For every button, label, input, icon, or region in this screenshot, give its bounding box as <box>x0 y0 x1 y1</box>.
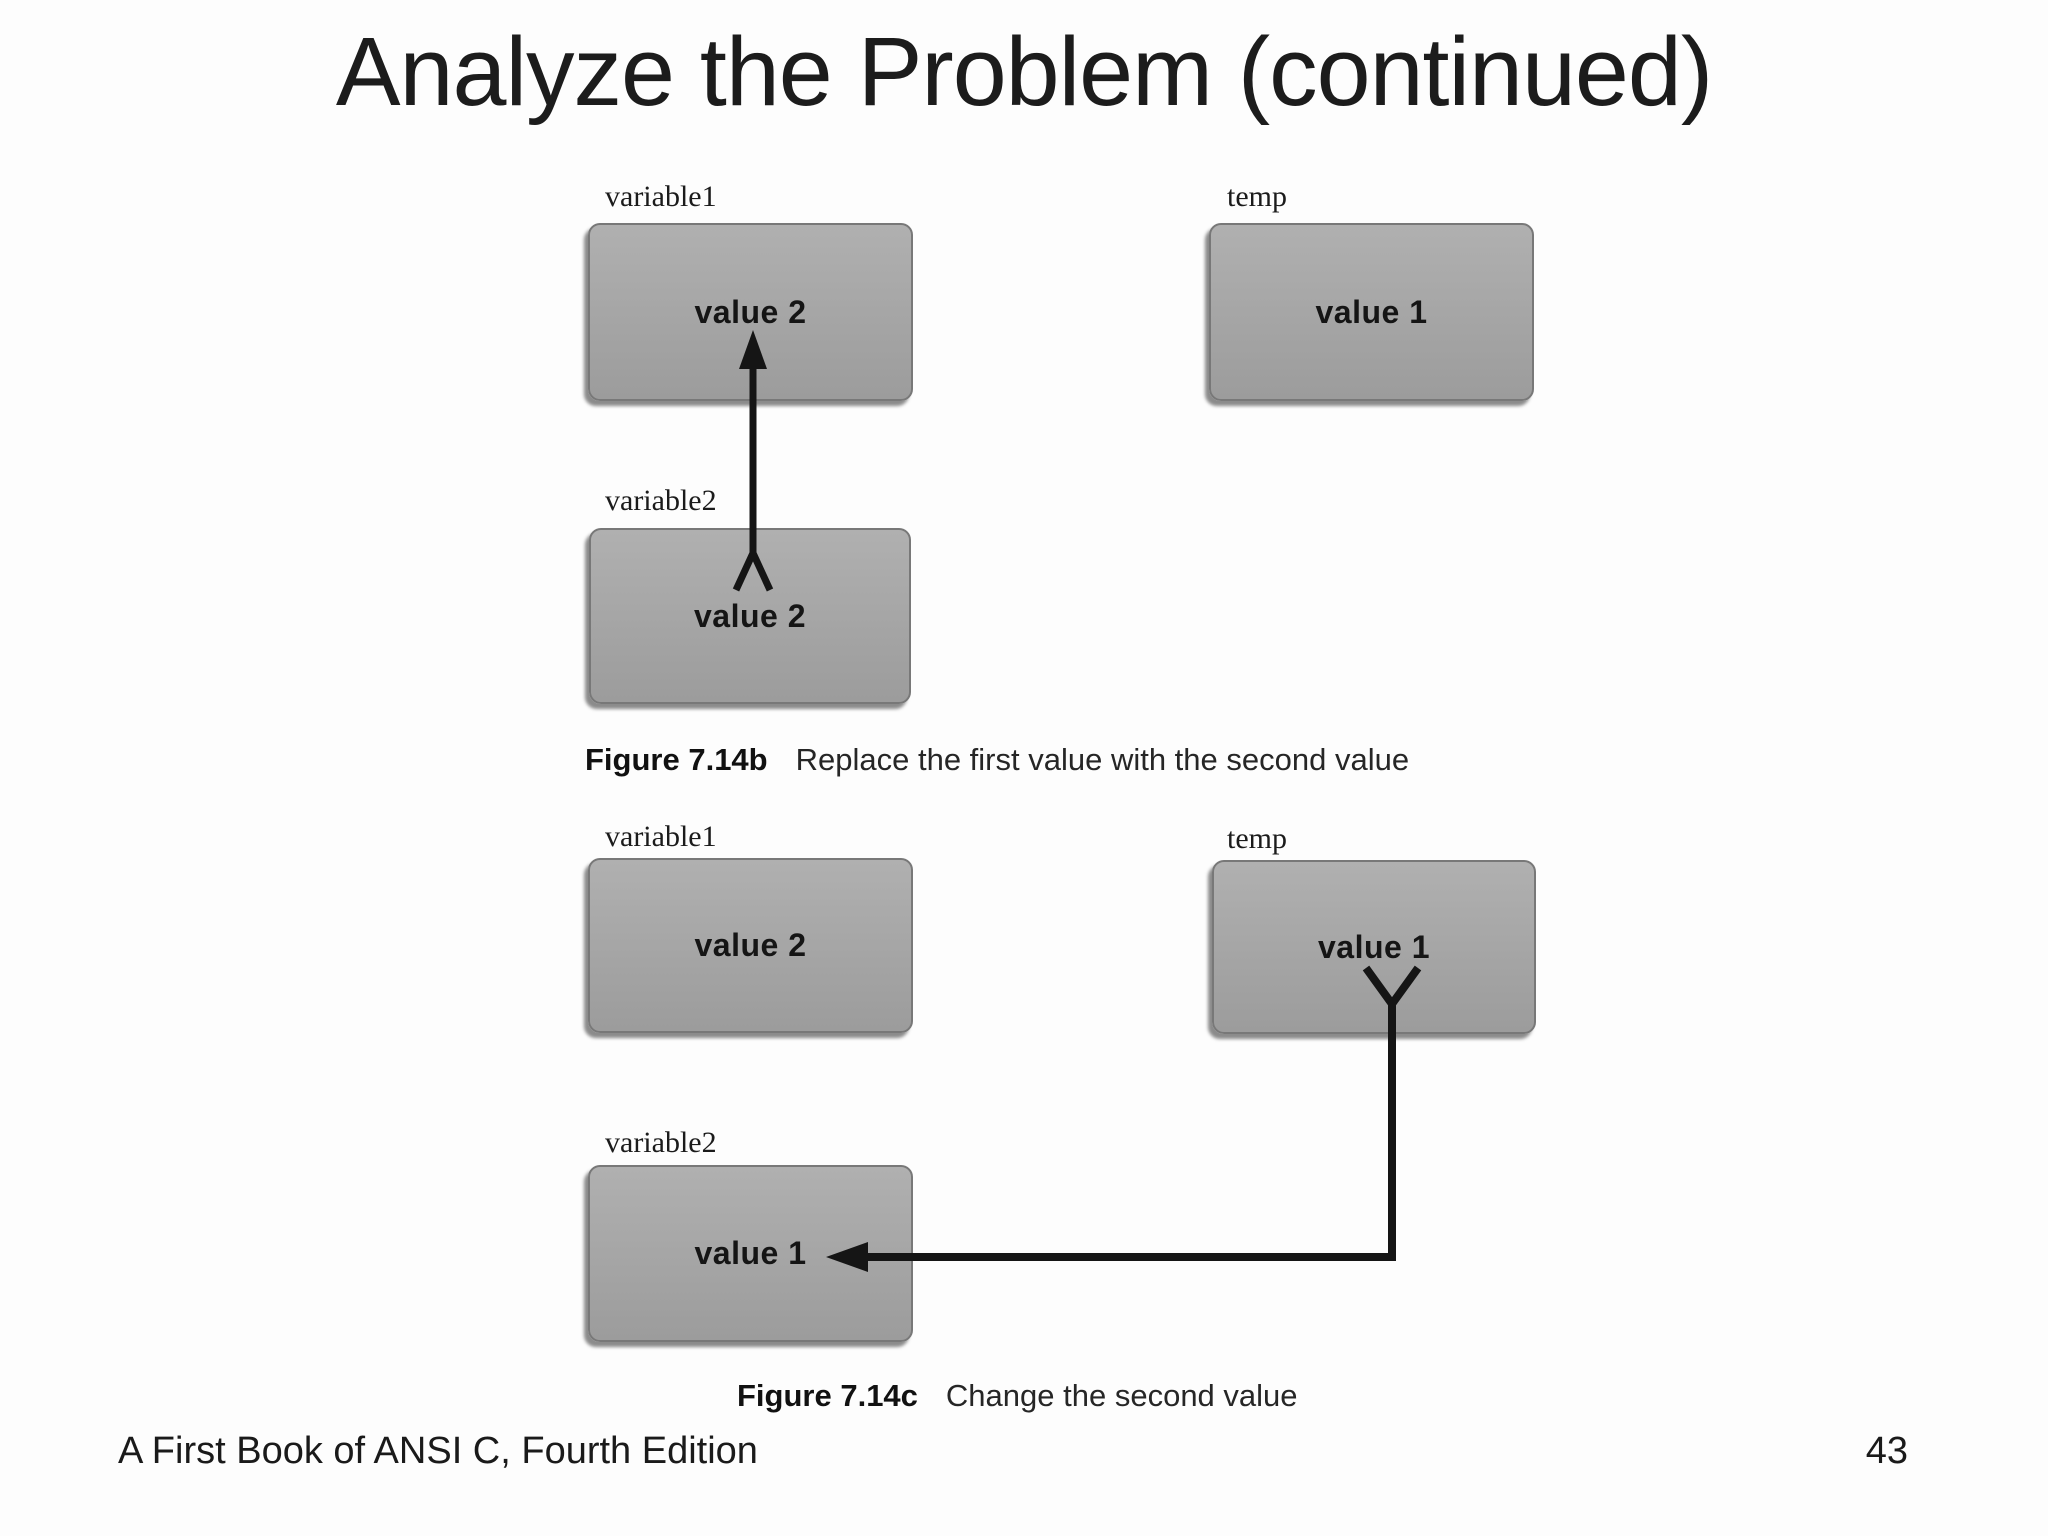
figb-caption-text: Replace the first value with the second … <box>795 742 1410 777</box>
figc-variable1-box: value 2 <box>588 858 913 1033</box>
figb-temp-value: value 1 <box>1315 293 1428 330</box>
figb-variable1-label: variable1 <box>605 180 717 213</box>
figc-caption-label: Figure 7.14c <box>737 1378 918 1413</box>
figb-temp-label: temp <box>1227 180 1287 213</box>
figc-temp-box: value 1 <box>1212 860 1536 1034</box>
figc-variable2-box: value 1 <box>588 1165 913 1342</box>
figb-variable1-value: value 2 <box>694 293 807 330</box>
figb-caption: Figure 7.14b Replace the first value with… <box>585 742 1409 778</box>
figb-caption-label: Figure 7.14b <box>585 742 768 777</box>
figc-variable1-value: value 2 <box>694 927 807 963</box>
figb-variable2-box: value 2 <box>589 528 911 704</box>
figb-variable2-value: value 2 <box>693 597 806 634</box>
footer-book-title: A First Book of ANSI C, Fourth Edition <box>118 1430 758 1472</box>
footer-page-number: 43 <box>1865 1430 1908 1472</box>
figc-variable2-label: variable2 <box>605 1126 717 1159</box>
figc-variable1-label: variable1 <box>605 820 717 853</box>
figc-caption: Figure 7.14c Change the second value <box>737 1378 1298 1414</box>
figb-variable2-label: variable2 <box>605 484 717 517</box>
figc-temp-value: value 1 <box>1317 928 1430 965</box>
figc-caption-text: Change the second value <box>945 1378 1298 1413</box>
slide-title: Analyze the Problem (continued) <box>335 17 1713 126</box>
figb-variable1-box: value 2 <box>588 223 913 401</box>
figc-temp-label: temp <box>1227 822 1287 855</box>
figb-temp-box: value 1 <box>1209 223 1534 401</box>
figc-variable2-value: value 1 <box>694 1235 807 1271</box>
